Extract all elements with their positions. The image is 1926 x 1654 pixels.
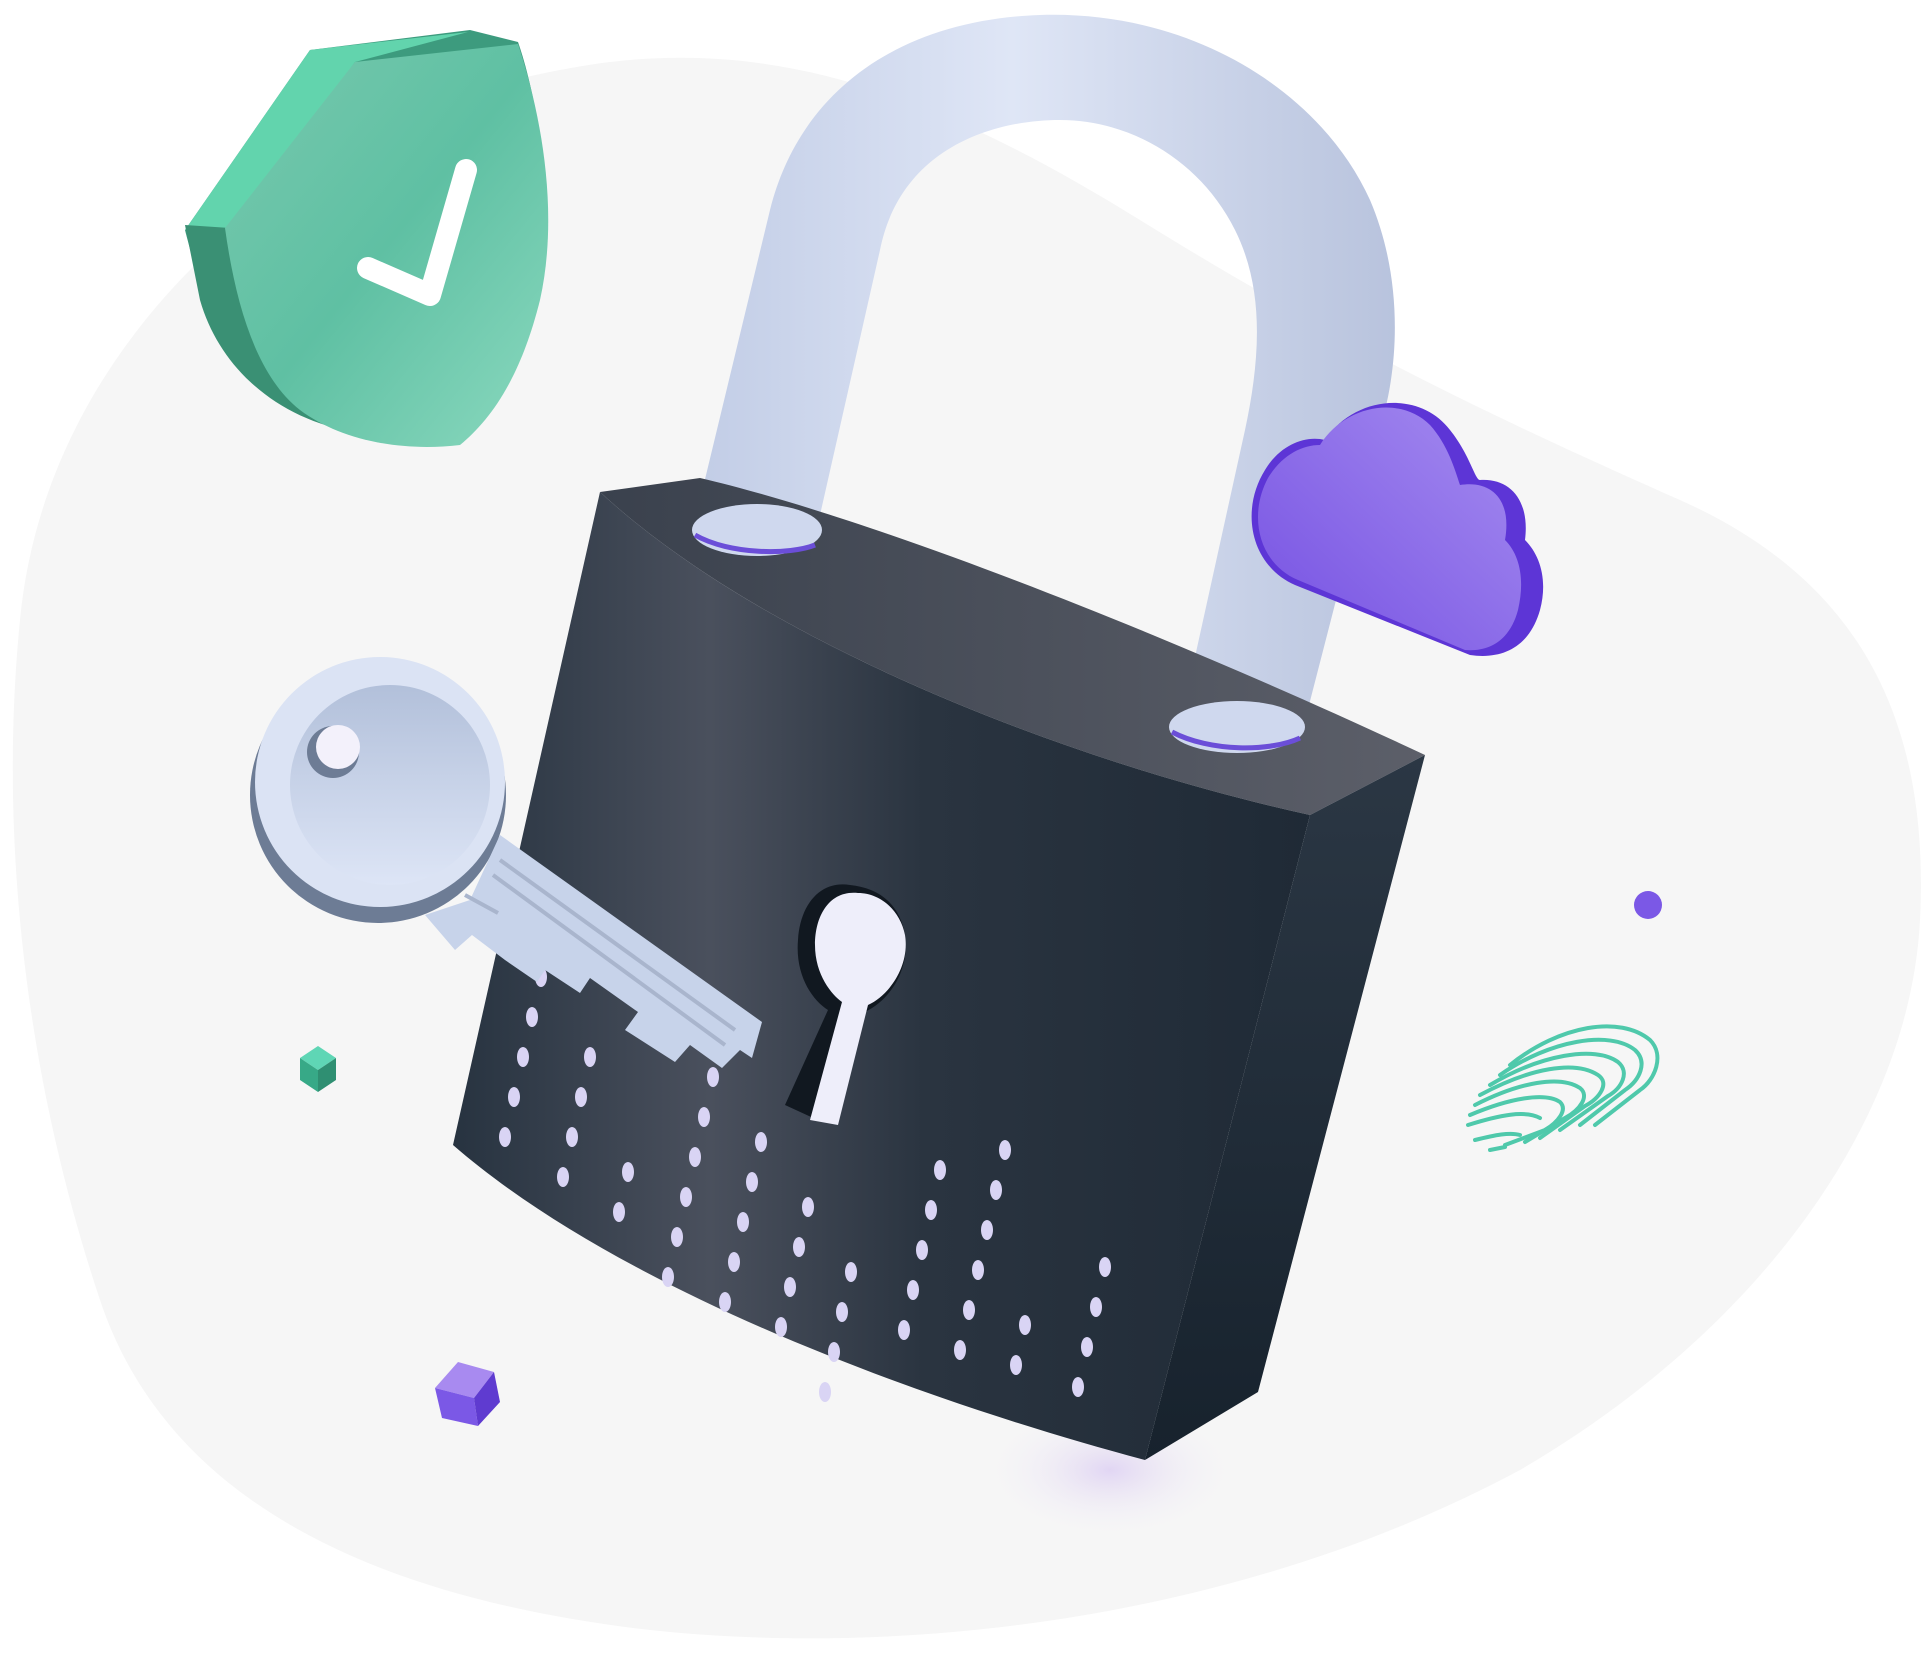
lock-dot — [925, 1200, 937, 1220]
lock-dot — [526, 1007, 538, 1027]
purple-cube — [435, 1362, 500, 1426]
lock-dot — [819, 1382, 831, 1402]
purple-dot — [1634, 891, 1662, 919]
lock-dot — [1090, 1297, 1102, 1317]
lock-dot — [1081, 1337, 1093, 1357]
lock-dot — [698, 1107, 710, 1127]
cloud-icon — [1251, 402, 1544, 656]
lock-dot — [845, 1262, 857, 1282]
lock-dot — [793, 1237, 805, 1257]
lock-dot — [990, 1180, 1002, 1200]
lock-dot — [746, 1172, 758, 1192]
lock-dot — [802, 1197, 814, 1217]
lock-dot — [613, 1202, 625, 1222]
lock-dot — [1099, 1257, 1111, 1277]
lock-dot — [680, 1187, 692, 1207]
shield-check-icon — [185, 30, 549, 447]
lock-dot — [775, 1317, 787, 1337]
lock-dot — [999, 1140, 1011, 1160]
lock-dot — [1010, 1355, 1022, 1375]
lock-dot-pattern — [499, 967, 1111, 1402]
lock-dot — [972, 1260, 984, 1280]
lock-dot — [1019, 1315, 1031, 1335]
lock-dot — [737, 1212, 749, 1232]
lock-dot — [622, 1162, 634, 1182]
lock-dot — [981, 1220, 993, 1240]
fingerprint-icon — [1466, 1024, 1660, 1152]
lock-dot — [707, 1067, 719, 1087]
lock-dot — [898, 1320, 910, 1340]
lock-dot — [828, 1342, 840, 1362]
lock-dot — [963, 1300, 975, 1320]
padlock-icon — [453, 14, 1425, 1460]
lock-dot — [755, 1132, 767, 1152]
lock-dot — [1072, 1377, 1084, 1397]
lock-dot — [508, 1087, 520, 1107]
lock-dot — [575, 1087, 587, 1107]
lock-dot — [662, 1267, 674, 1287]
lock-dot — [784, 1277, 796, 1297]
lock-dot — [499, 1127, 511, 1147]
key-icon — [250, 657, 762, 1068]
lock-dot — [689, 1147, 701, 1167]
lock-dot — [566, 1127, 578, 1147]
lock-dot — [836, 1302, 848, 1322]
lock-dot — [954, 1340, 966, 1360]
green-cube — [300, 1046, 336, 1092]
lock-dot — [517, 1047, 529, 1067]
lock-dot — [728, 1252, 740, 1272]
lock-dot — [584, 1047, 596, 1067]
lock-dot — [916, 1240, 928, 1260]
lock-dot — [557, 1167, 569, 1187]
lock-dot — [719, 1292, 731, 1312]
lock-dot — [671, 1227, 683, 1247]
lock-dot — [934, 1160, 946, 1180]
lock-dot — [907, 1280, 919, 1300]
